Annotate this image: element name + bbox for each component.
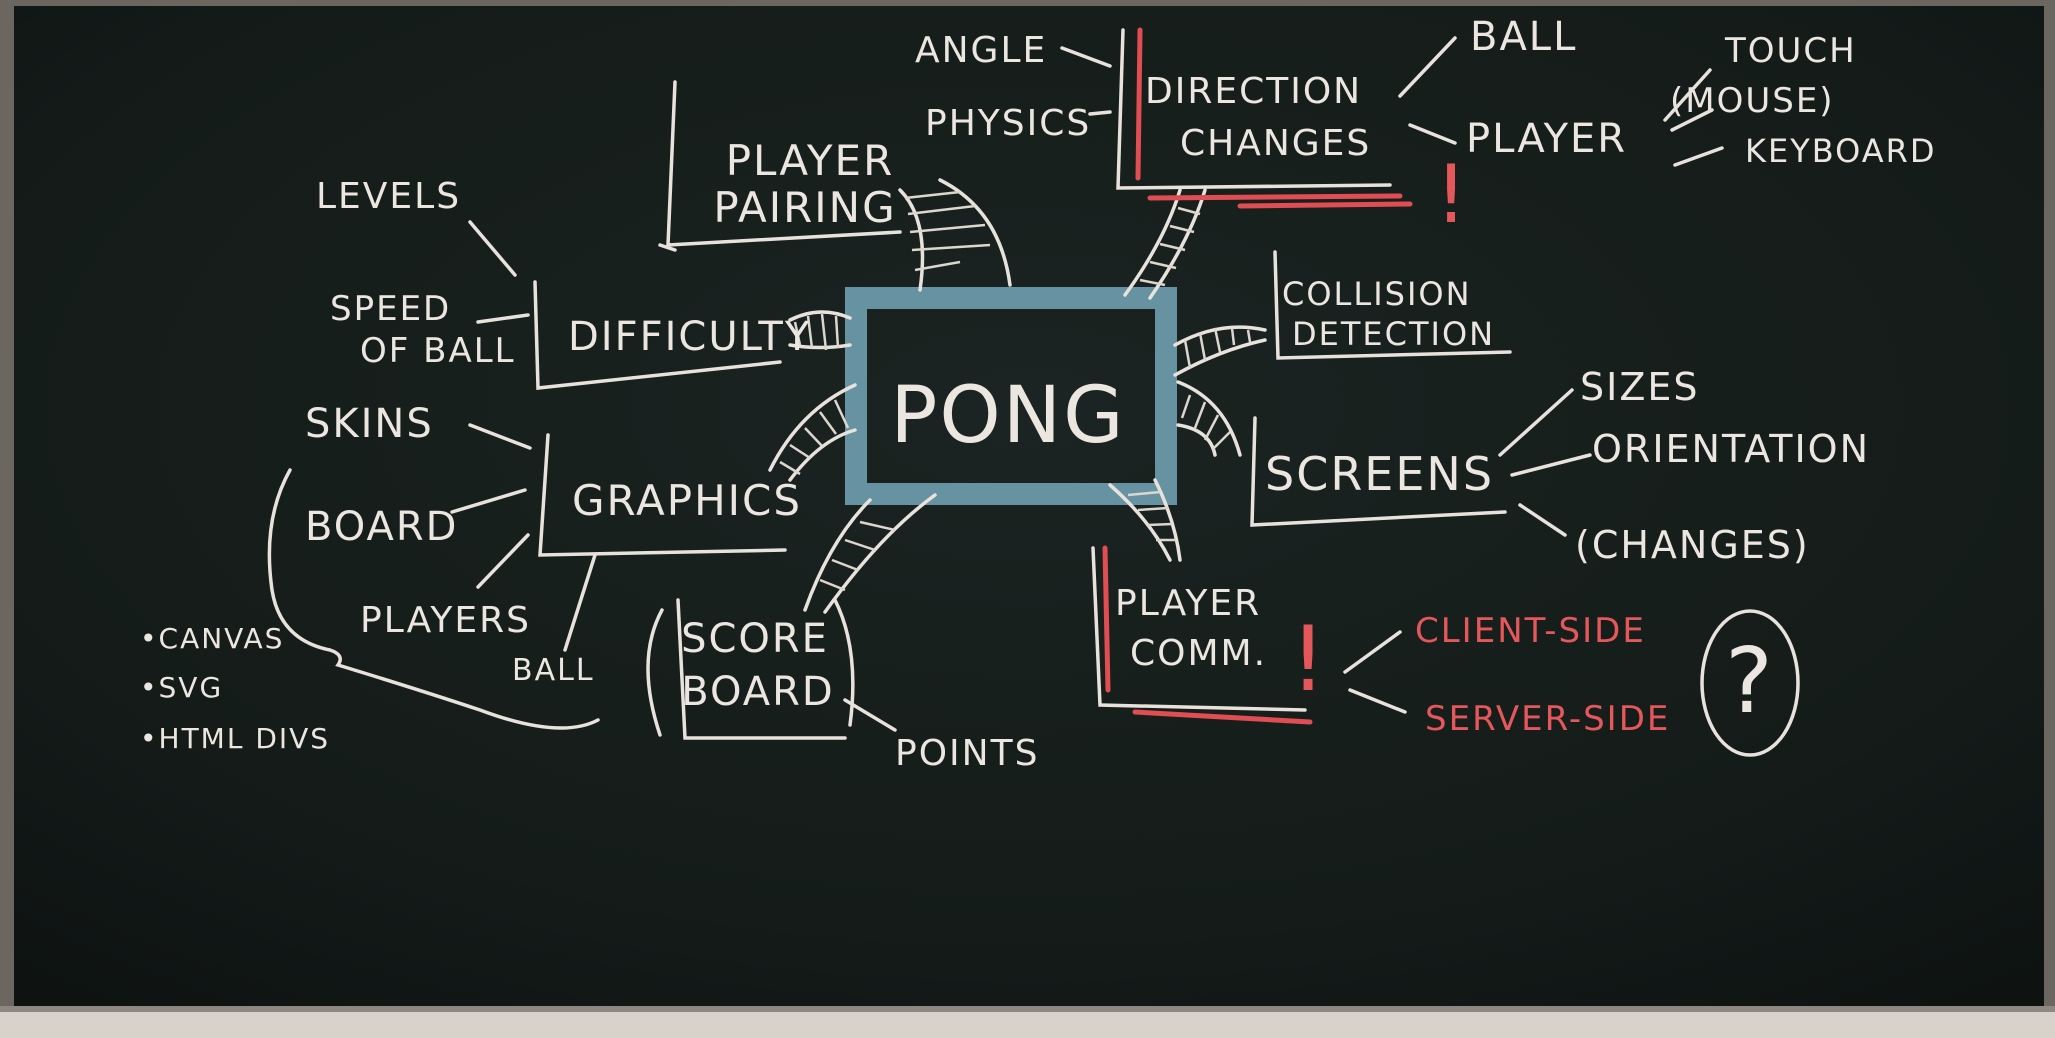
question-mark: ?	[1725, 629, 1775, 734]
player-comm-label-1: PLAYER	[1115, 583, 1261, 624]
tech-canvas: •CANVAS	[140, 622, 284, 655]
direction-changes-node: DIRECTION CHANGES ANGLE PHYSICS BALL PLA…	[915, 14, 1937, 241]
angle-label: ANGLE	[915, 30, 1047, 71]
speed-label-1: SPEED	[330, 289, 451, 329]
direction-label-2: CHANGES	[1180, 123, 1371, 164]
changes-label: (CHANGES)	[1575, 523, 1810, 567]
graphics-label: GRAPHICS	[572, 476, 802, 525]
scoreboard-label-2: BOARD	[681, 669, 834, 715]
points-label: POINTS	[895, 733, 1039, 774]
question-circle	[1700, 609, 1800, 757]
sizes-label: SIZES	[1580, 365, 1700, 409]
levels-label: LEVELS	[316, 176, 461, 217]
player-pairing-node: PLAYER PAIRING	[658, 80, 902, 252]
player-comm-node: PLAYER COMM. ! CLIENT-SIDE SERVER-SIDE ?	[1091, 545, 1800, 757]
tech-svg: •SVG	[140, 671, 223, 704]
difficulty-label: DIFFICULTY	[568, 314, 811, 360]
collision-detection-node: COLLISION DETECTION	[1273, 250, 1512, 360]
board-surface	[14, 6, 2044, 1011]
direction-warning-mark: !	[1435, 148, 1469, 241]
keyboard-label: KEYBOARD	[1745, 132, 1937, 170]
pong-label: PONG	[890, 371, 1125, 461]
touch-label: TOUCH	[1724, 31, 1857, 71]
screens-label: SCREENS	[1265, 447, 1494, 501]
direction-label-1: DIRECTION	[1145, 71, 1362, 112]
speed-label-2: OF BALL	[360, 331, 516, 371]
players-label: PLAYERS	[360, 600, 531, 641]
board-label: BOARD	[305, 504, 458, 550]
pong-node: PONG	[845, 287, 1177, 505]
orientation-label: ORIENTATION	[1592, 427, 1870, 471]
ball-label: BALL	[512, 653, 595, 688]
tech-html-divs: •HTML DIVS	[140, 722, 330, 755]
direction-ball-label: BALL	[1470, 14, 1577, 60]
screens-node: SCREENS SIZES ORIENTATION (CHANGES)	[1250, 365, 1870, 567]
graphics-node: GRAPHICS SKINS BOARD PLAYERS BALL •CANVA…	[140, 401, 802, 755]
physics-label: PHYSICS	[925, 103, 1091, 144]
chalk-tray	[0, 1010, 2055, 1038]
player-pairing-label-1: PLAYER	[726, 136, 895, 185]
pong-box	[845, 287, 1177, 505]
player-comm-label-2: COMM.	[1130, 633, 1267, 674]
mouse-label: (MOUSE)	[1670, 81, 1835, 121]
scoreboard-label-1: SCORE	[681, 616, 829, 662]
player-comm-warning-mark: !	[1290, 607, 1328, 712]
scoreboard-node: SCORE BOARD POINTS	[646, 598, 1039, 774]
connectors	[768, 178, 1267, 614]
collision-label-1: COLLISION	[1282, 275, 1472, 313]
player-pairing-label-2: PAIRING	[713, 183, 896, 232]
direction-player-label: PLAYER	[1466, 116, 1627, 162]
collision-label-2: DETECTION	[1292, 315, 1495, 353]
client-side-label: CLIENT-SIDE	[1415, 611, 1646, 651]
difficulty-node: DIFFICULTY LEVELS SPEED OF BALL	[316, 176, 811, 390]
skins-label: SKINS	[305, 401, 434, 447]
server-side-label: SERVER-SIDE	[1425, 699, 1670, 739]
